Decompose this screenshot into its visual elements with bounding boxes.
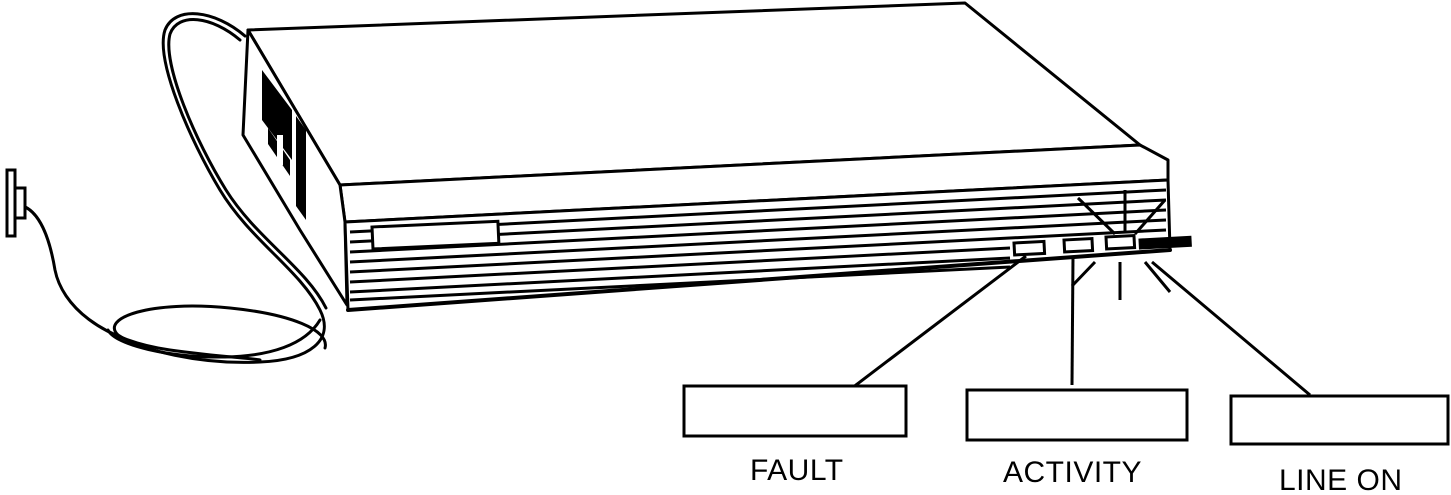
fault-label: FAULT	[750, 454, 844, 487]
power-cord	[18, 12, 328, 364]
activity-led	[1062, 236, 1095, 254]
leader-lines	[851, 254, 1311, 397]
fault-led	[1012, 239, 1047, 257]
activity-box	[965, 388, 1189, 442]
fault-leader	[851, 254, 1027, 390]
side-vents	[262, 70, 306, 220]
activity-leader	[1070, 255, 1075, 386]
front-leds	[1012, 233, 1192, 257]
activity-label: ACTIVITY	[1003, 456, 1142, 489]
line-on-led	[1104, 233, 1137, 251]
led-rays	[1070, 190, 1172, 300]
extra-led	[1138, 235, 1192, 250]
line-on-label: LINE ON	[1279, 464, 1403, 495]
line-on-leader	[1151, 260, 1311, 397]
fault-box	[682, 384, 908, 438]
plug-icon	[5, 168, 27, 238]
front-label-plate	[370, 219, 501, 251]
line-on-box	[1229, 394, 1450, 446]
label-boxes	[682, 384, 1450, 446]
